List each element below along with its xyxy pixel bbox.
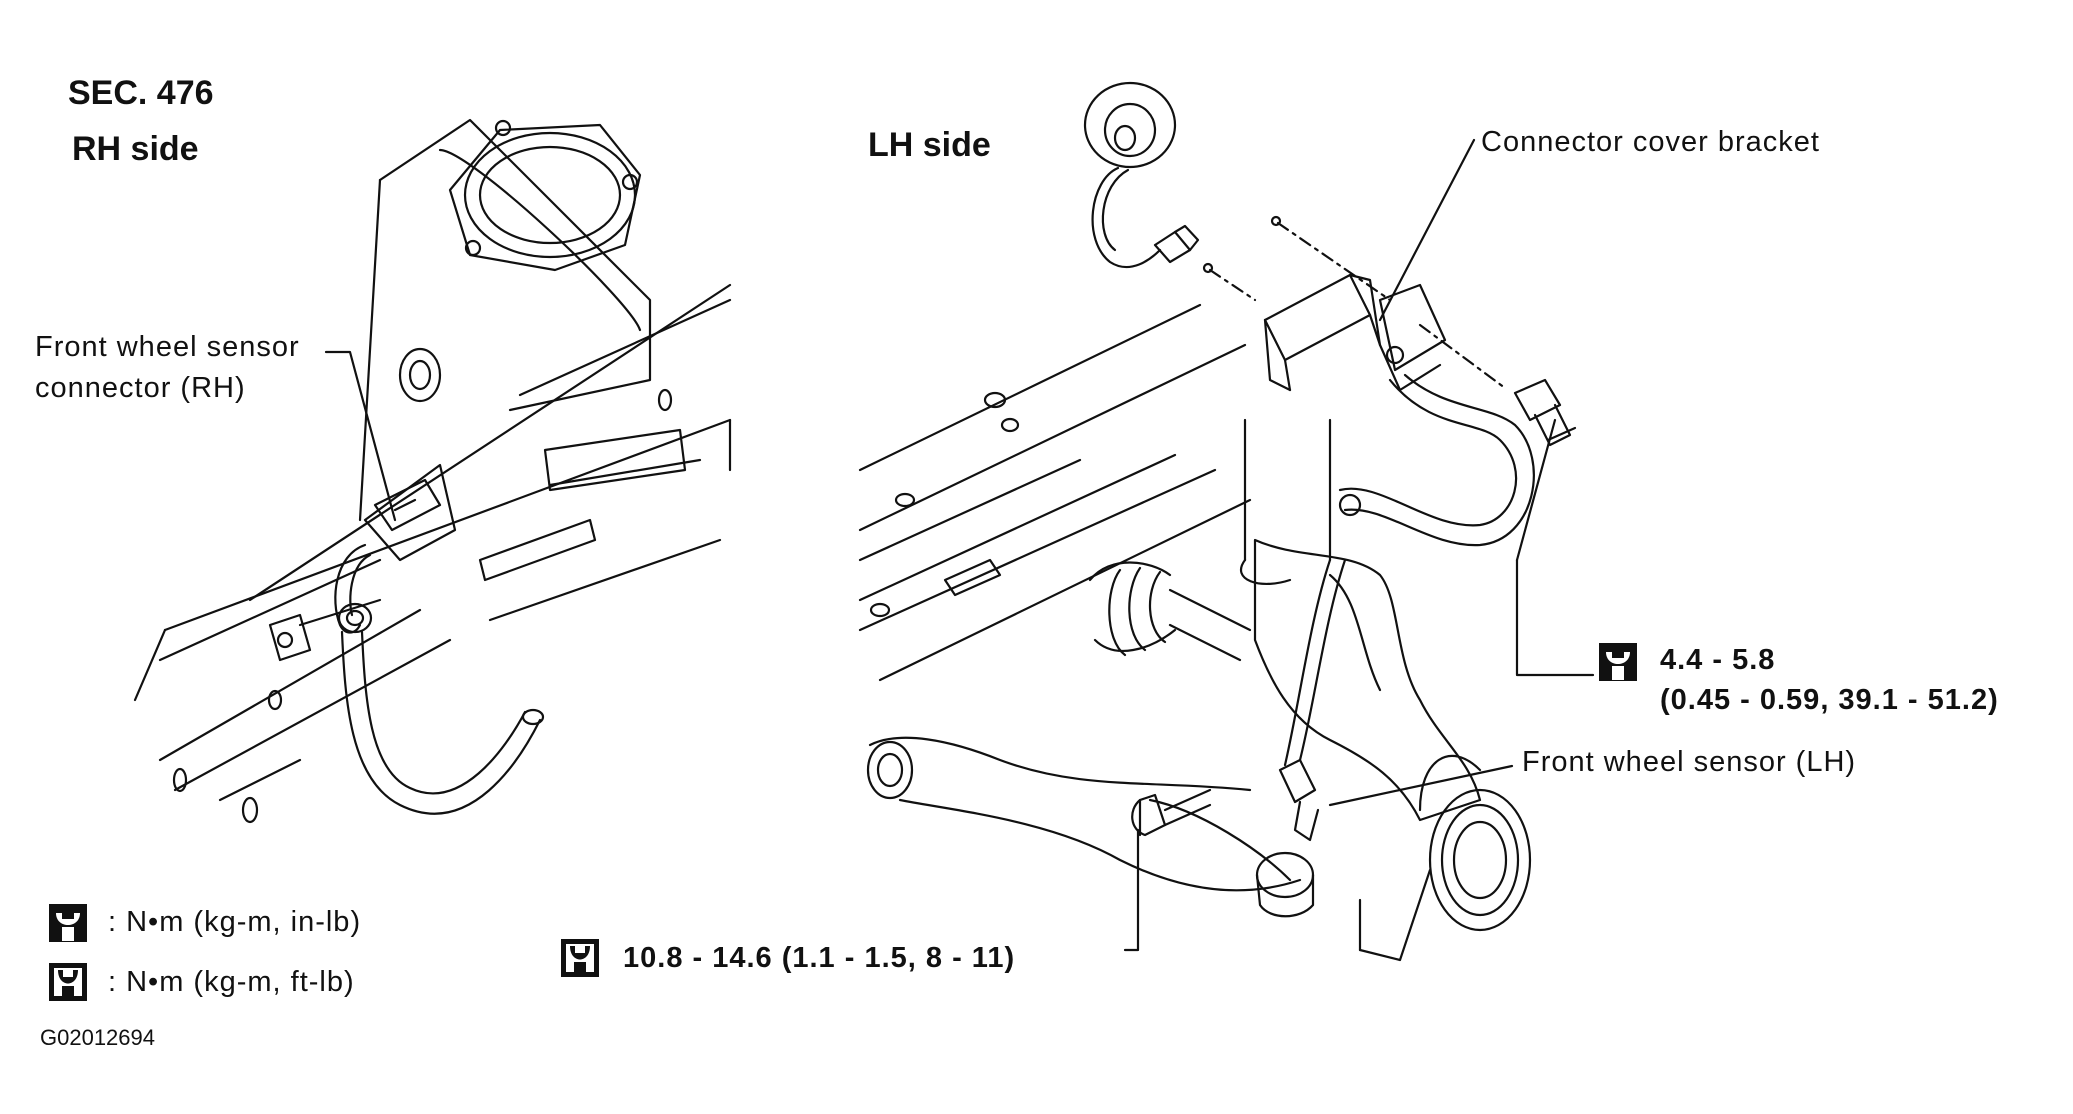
- bracket-bolt-torque-line2: (0.45 - 0.59, 39.1 - 51.2): [1660, 684, 1999, 716]
- rh-frame-drawing: [133, 118, 732, 824]
- sensor-bolt-torque: 10.8 - 14.6 (1.1 - 1.5, 8 - 11): [623, 942, 1016, 974]
- legend-open-wrench-icon: [48, 962, 88, 1007]
- lh-suspension-drawing: [858, 81, 1595, 962]
- rh-connector-label-line1: Front wheel sensor: [35, 331, 300, 363]
- lh-side-title: LH side: [868, 126, 991, 164]
- figure-code: G02012694: [40, 1025, 155, 1050]
- bracket-bolt-torque-line1: 4.4 - 5.8: [1660, 644, 1776, 676]
- torque-wrench-ftlb-icon: [560, 938, 600, 983]
- connector-cover-bracket-label: Connector cover bracket: [1481, 126, 1820, 158]
- legend-in-lb: : N•m (kg-m, in-lb): [108, 906, 362, 938]
- rh-connector-label-line2: connector (RH): [35, 372, 246, 404]
- front-wheel-sensor-lh-label: Front wheel sensor (LH): [1522, 746, 1857, 778]
- torque-wrench-inlb-icon: [1598, 642, 1638, 687]
- legend-filled-wrench-icon: [48, 903, 88, 948]
- rh-side-title: RH side: [72, 130, 199, 168]
- legend-ft-lb: : N•m (kg-m, ft-lb): [108, 966, 355, 998]
- section-number: SEC. 476: [68, 74, 214, 112]
